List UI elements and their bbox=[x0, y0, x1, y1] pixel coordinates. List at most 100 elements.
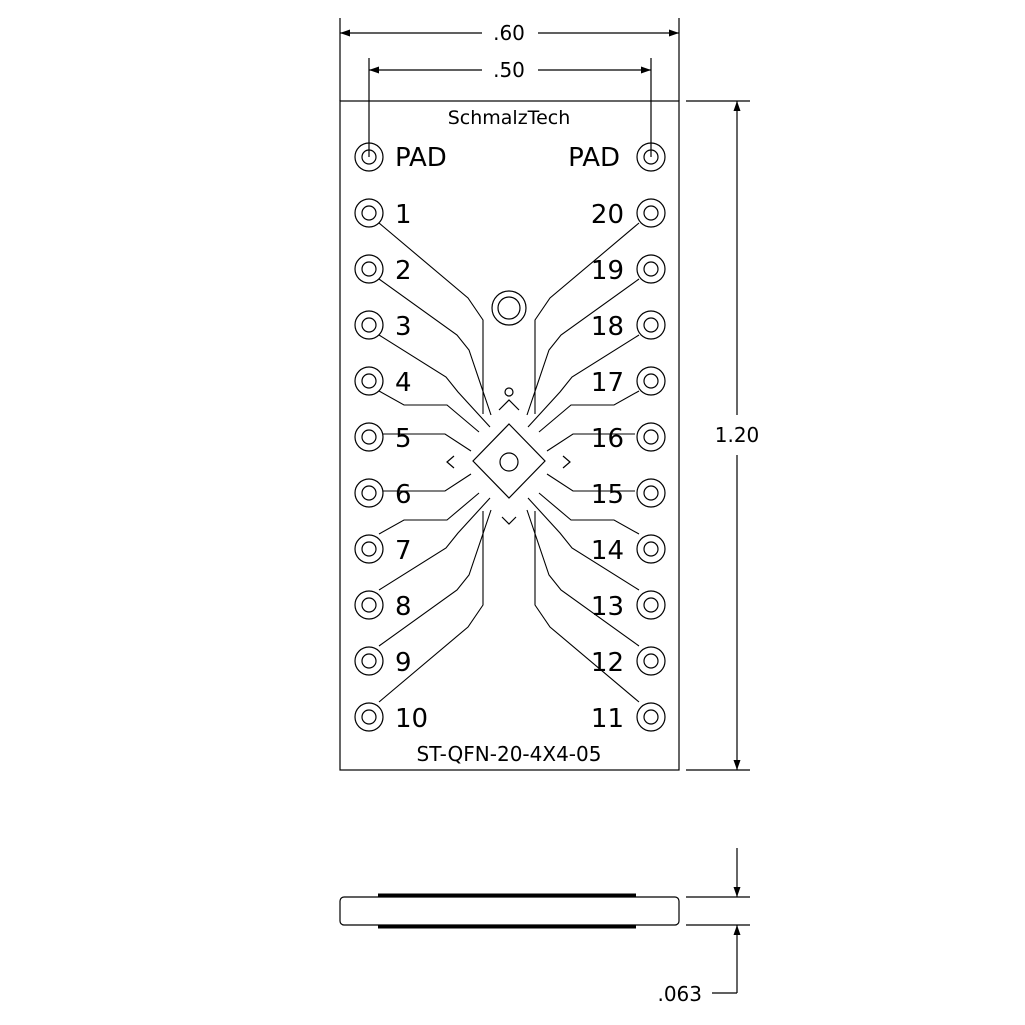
left-pin-pad bbox=[354, 478, 384, 508]
left-pin-pad bbox=[354, 702, 384, 732]
left-pin-hole bbox=[361, 429, 377, 445]
left-pin-4: 4 bbox=[354, 366, 412, 398]
right-pin-pad bbox=[636, 310, 666, 340]
right-pin-13: 13 bbox=[591, 590, 666, 622]
dimension-height: 1.20 bbox=[686, 100, 760, 771]
trace-right-top-2 bbox=[527, 334, 640, 428]
right-pin-hole bbox=[643, 261, 659, 277]
right-pin-16: 16 bbox=[591, 422, 666, 454]
trace-left-bottom-2 bbox=[378, 497, 491, 591]
trace-left-top-4 bbox=[383, 433, 472, 452]
trace-left-top-0 bbox=[378, 222, 484, 414]
right-pin-17: 17 bbox=[591, 366, 666, 398]
right-pin-pad bbox=[636, 702, 666, 732]
right-pin-label: 17 bbox=[591, 368, 624, 398]
left-pin-pad bbox=[354, 646, 384, 676]
left-pin-8: 8 bbox=[354, 590, 412, 622]
right-pin-hole bbox=[643, 317, 659, 333]
left-pin-pad bbox=[354, 254, 384, 284]
right-pin-hole bbox=[643, 709, 659, 725]
dim-width-outer-label: .60 bbox=[493, 21, 525, 45]
pad-label-right: PAD bbox=[568, 143, 620, 173]
right-pin-pad bbox=[636, 422, 666, 452]
left-pin-label: 9 bbox=[395, 648, 412, 678]
right-pin-pad bbox=[636, 478, 666, 508]
pad-label-left: PAD bbox=[395, 143, 447, 173]
trace-left-top-1 bbox=[378, 278, 492, 416]
left-pin-hole bbox=[361, 709, 377, 725]
right-pin-label: 14 bbox=[591, 536, 624, 566]
right-pin-hole bbox=[643, 653, 659, 669]
left-pin-2: 2 bbox=[354, 254, 412, 286]
left-pin-hole bbox=[361, 373, 377, 389]
left-pin-3: 3 bbox=[354, 310, 412, 342]
left-pin-group: 1 2 3 4 5 6 7 8 9 10 bbox=[354, 198, 428, 734]
right-pin-19: 19 bbox=[591, 254, 666, 286]
left-pin-label: 10 bbox=[395, 704, 428, 734]
dim-thickness-label: .063 bbox=[657, 982, 702, 1006]
trace-right-top-4 bbox=[546, 433, 635, 452]
trace-right-bottom-4 bbox=[546, 473, 635, 492]
right-pin-hole bbox=[643, 485, 659, 501]
right-pin-18: 18 bbox=[591, 310, 666, 342]
right-pin-label: 19 bbox=[591, 256, 624, 286]
dimension-width-inner: .50 bbox=[368, 58, 652, 157]
trace-group bbox=[378, 222, 640, 703]
board-outline bbox=[339, 100, 680, 771]
dim-height-label: 1.20 bbox=[715, 423, 760, 447]
right-pin-label: 18 bbox=[591, 312, 624, 342]
left-pin-7: 7 bbox=[354, 534, 412, 566]
trace-left-top-2 bbox=[378, 334, 491, 428]
left-pin-label: 3 bbox=[395, 312, 412, 342]
right-pin-hole bbox=[643, 597, 659, 613]
dimension-width-outer: .60 bbox=[339, 18, 680, 101]
right-pin-pad bbox=[636, 198, 666, 228]
right-pin-label: 20 bbox=[591, 200, 624, 230]
part-number-label: ST-QFN-20-4X4-05 bbox=[417, 742, 602, 766]
dim-width-inner-label: .50 bbox=[493, 58, 525, 82]
left-pin-label: 8 bbox=[395, 592, 412, 622]
right-pin-hole bbox=[643, 429, 659, 445]
left-pin-label: 1 bbox=[395, 200, 412, 230]
left-pin-hole bbox=[361, 653, 377, 669]
trace-left-bottom-4 bbox=[383, 473, 472, 492]
pad-hole-left bbox=[354, 142, 384, 172]
left-pin-label: 7 bbox=[395, 536, 412, 566]
left-pin-hole bbox=[361, 205, 377, 221]
left-pin-10: 10 bbox=[354, 702, 428, 734]
right-pin-hole bbox=[643, 205, 659, 221]
right-pin-14: 14 bbox=[591, 534, 666, 566]
dimension-thickness: .063 bbox=[657, 848, 750, 1006]
left-pin-label: 6 bbox=[395, 480, 412, 510]
left-pin-1: 1 bbox=[354, 198, 412, 230]
left-pin-hole bbox=[361, 485, 377, 501]
left-pin-5: 5 bbox=[354, 422, 412, 454]
trace-right-bottom-1 bbox=[526, 509, 640, 647]
left-pin-pad bbox=[354, 366, 384, 396]
trace-left-bottom-1 bbox=[378, 509, 492, 647]
left-pin-pad bbox=[354, 590, 384, 620]
right-pin-label: 16 bbox=[591, 424, 624, 454]
left-pin-pad bbox=[354, 198, 384, 228]
left-pin-pad bbox=[354, 310, 384, 340]
pad-hole-right bbox=[636, 142, 666, 172]
right-pin-label: 13 bbox=[591, 592, 624, 622]
left-pin-pad bbox=[354, 534, 384, 564]
right-pin-11: 11 bbox=[591, 702, 666, 734]
trace-left-bottom-3 bbox=[378, 492, 480, 535]
left-pin-pad bbox=[354, 422, 384, 452]
right-pin-15: 15 bbox=[591, 478, 666, 510]
side-view bbox=[339, 893, 680, 929]
right-pin-pad bbox=[636, 366, 666, 396]
trace-right-bottom-3 bbox=[538, 492, 640, 535]
brand-label: SchmalzTech bbox=[448, 107, 571, 129]
right-pin-20: 20 bbox=[591, 198, 666, 230]
left-pin-hole bbox=[361, 597, 377, 613]
trace-right-top-1 bbox=[526, 278, 640, 416]
right-pin-pad bbox=[636, 254, 666, 284]
trace-left-bottom-0 bbox=[378, 511, 484, 703]
mounting-hole bbox=[491, 290, 527, 326]
trace-right-bottom-2 bbox=[527, 497, 640, 591]
